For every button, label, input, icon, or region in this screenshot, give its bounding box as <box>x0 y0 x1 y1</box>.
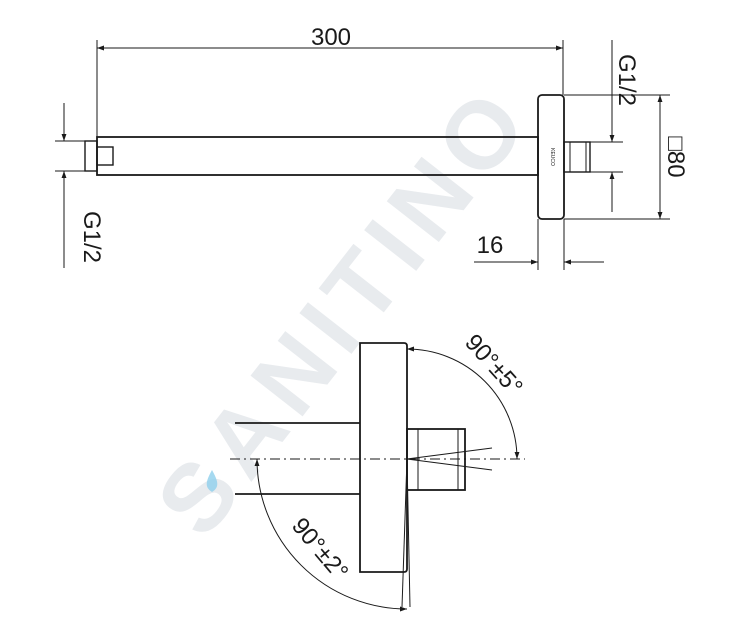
dim-thread-right: G1/2 <box>613 54 640 106</box>
left-connector-nut <box>96 146 114 166</box>
water-drop-icon <box>206 470 218 492</box>
right-thread <box>563 141 591 173</box>
watermark-text: SANITINO <box>136 65 552 555</box>
wall-flange-side <box>359 342 408 573</box>
angle-lower: 90°±2° <box>286 513 353 586</box>
top-view: KEUCO 300 G1/2 G1/2 □80 16 <box>55 24 689 270</box>
dim-length: 300 <box>311 24 351 51</box>
angle-upper: 90°±5° <box>459 329 528 401</box>
dim-flange-size: □80 <box>662 136 689 177</box>
left-connector <box>84 140 98 172</box>
dim-thread-left: G1/2 <box>78 211 105 263</box>
brand-mark: KEUCO <box>549 148 555 166</box>
dim-flange-depth: 16 <box>477 232 504 259</box>
watermark: SANITINO <box>136 65 552 555</box>
